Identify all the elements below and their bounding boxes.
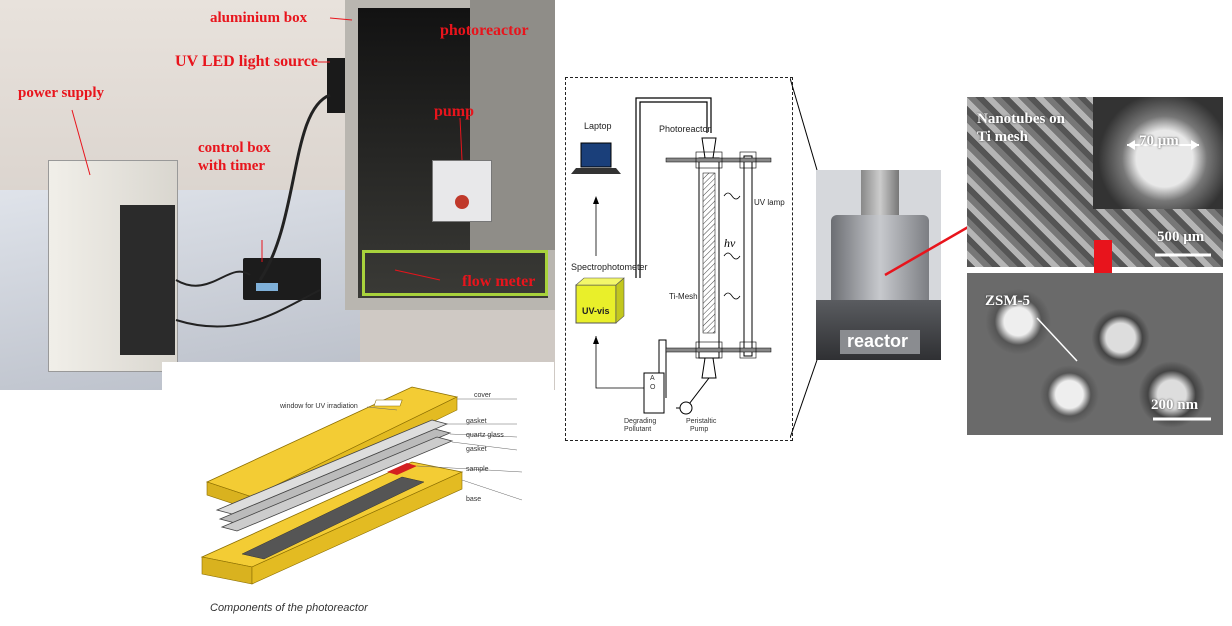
sem-bottom-image: ZSM-5 200 nm: [967, 273, 1223, 435]
reactor-schematic: Laptop Photoreactor UV lamp hν Spectroph…: [565, 77, 793, 441]
part-quartz: quartz glass: [466, 432, 504, 439]
schematic-photoreactor-label: Photoreactor: [659, 124, 711, 134]
box-green-frame: [362, 250, 548, 296]
sample-piece: [387, 463, 417, 475]
schematic-degrading-2: Pollutant: [624, 426, 652, 433]
ti-mesh-drawing: [702, 172, 716, 334]
schematic-laptop-label: Laptop: [584, 121, 612, 131]
schematic-hv-label: hν: [724, 236, 736, 250]
schematic-peristaltic-2: Pump: [690, 426, 709, 433]
laptop-base: [571, 168, 621, 174]
setup-cables: [71, 17, 463, 328]
schematic-beaker-a: A: [650, 375, 655, 382]
sem-top-image: Nanotubes on Ti mesh 70 μm 500 μm: [967, 97, 1223, 267]
setup-photo: aluminium box photoreactor UV LED light …: [0, 0, 555, 390]
power-supply-back: [120, 205, 175, 355]
label-aluminium-box: aluminium box: [210, 10, 308, 26]
quartz-glass: [218, 428, 452, 524]
part-gasket-bottom: gasket: [466, 446, 487, 453]
sem-top-title-1: Nanotubes on: [977, 111, 1065, 127]
sem-inset-scale: 70 μm: [1139, 133, 1179, 149]
schematic-uv-vis-label: UV-vis: [582, 306, 610, 316]
label-photoreactor: photoreactor: [440, 22, 529, 39]
control-box-display: [256, 283, 278, 291]
peristaltic-pump-symbol: [679, 401, 693, 415]
schematic-uv-lamp-label: UV lamp: [754, 198, 785, 207]
uv-window: [373, 399, 403, 407]
sem-inset: [1093, 97, 1223, 209]
label-power-supply: power supply: [18, 85, 105, 101]
reactor-label-box: [840, 330, 920, 354]
schematic-ti-mesh-label: Ti-Mesh: [669, 292, 698, 301]
laptop-screen: [580, 142, 612, 168]
part-window: window for UV irradiation: [280, 403, 358, 410]
reactor-cylinder: [831, 215, 929, 315]
pump-knob: [455, 195, 469, 209]
part-sample: sample: [466, 466, 489, 473]
part-cover: cover: [474, 392, 492, 399]
uv-led-source: [327, 58, 345, 113]
label-control-box-1: control box: [198, 140, 271, 156]
components-caption: Components of the photoreactor: [210, 602, 368, 614]
schematic-spectro-label: Spectrophotometer: [571, 262, 648, 272]
sem-top-scale: 500 μm: [1157, 229, 1205, 245]
schematic-beaker-o: O: [650, 384, 656, 391]
control-box-device: [243, 258, 321, 300]
uv-lamp-tube: [743, 155, 753, 357]
part-gasket-top: gasket: [466, 418, 487, 425]
label-flow-meter: flow meter: [462, 273, 536, 290]
part-base: base: [466, 496, 482, 503]
pollutant-beaker: [643, 372, 665, 414]
pump-device: [432, 160, 492, 222]
sem-bottom-scale: 200 nm: [1151, 397, 1199, 413]
sem-top-title-2: Ti mesh: [977, 129, 1028, 145]
label-control-box-2: with timer: [198, 158, 266, 174]
label-uv-led: UV LED light source: [175, 53, 318, 70]
components-diagram: window for UV irradiation cover gasket q…: [162, 362, 554, 626]
schematic-drawing: [571, 97, 772, 415]
schematic-peristaltic-1: Peristaltic: [686, 418, 717, 425]
label-pump: pump: [434, 103, 475, 120]
reactor-label: reactor: [847, 331, 909, 351]
schematic-degrading-1: Degrading: [624, 418, 657, 425]
uv-vis-box: [575, 284, 617, 324]
components-drawing: [200, 386, 523, 585]
gasket-bottom: [220, 436, 454, 532]
zoom-connector: [790, 77, 818, 439]
sem-bottom-title: ZSM-5: [985, 293, 1030, 309]
reactor-photo: reactor: [816, 170, 941, 360]
